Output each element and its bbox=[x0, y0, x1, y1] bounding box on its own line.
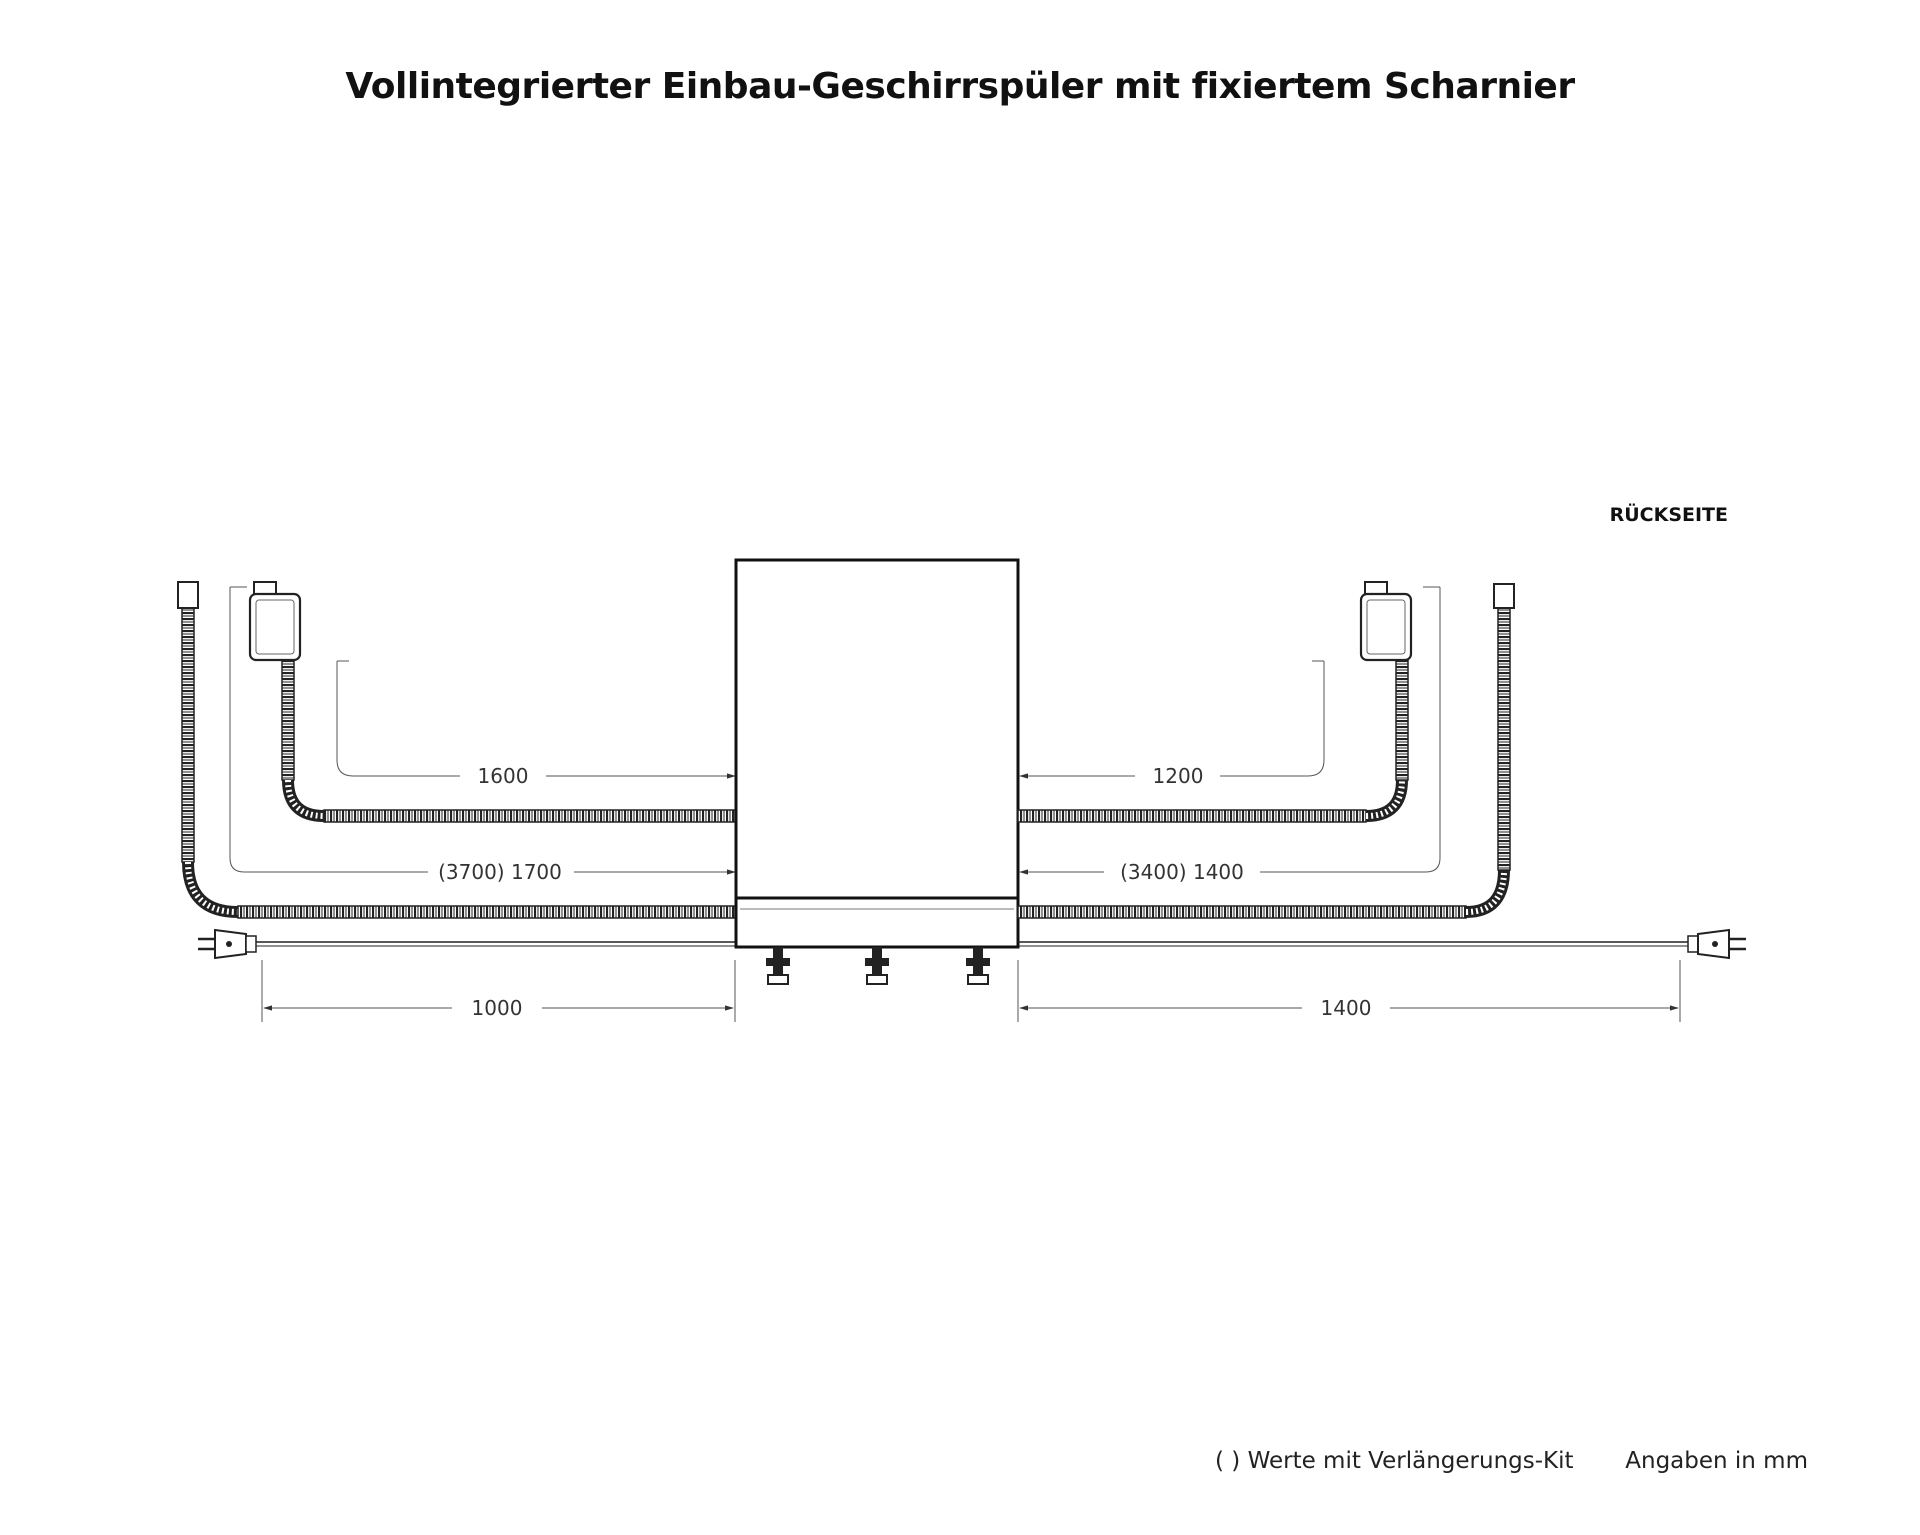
right-drain-hose bbox=[1017, 583, 1515, 919]
foot-center bbox=[865, 947, 889, 985]
right-aquastop-valve bbox=[1359, 581, 1413, 662]
left-power-cord bbox=[198, 928, 735, 960]
right-bottom-dimension-line bbox=[1017, 960, 1681, 1022]
units-note: Angaben in mm bbox=[1625, 1448, 1808, 1474]
left-lower-dimension-line bbox=[229, 586, 736, 875]
extension-kit-note: ( ) Werte mit Verlängerungs-Kit bbox=[1215, 1448, 1574, 1474]
left-bottom-dimension-line bbox=[261, 960, 736, 1022]
dimension-left-bottom: 1000 bbox=[472, 996, 523, 1020]
dishwasher-body bbox=[734, 558, 1020, 949]
left-aquastop-valve bbox=[248, 581, 302, 662]
dishwasher-feet bbox=[766, 947, 990, 985]
right-power-cord bbox=[1018, 928, 1746, 960]
foot-left bbox=[766, 947, 790, 985]
right-lower-dimension-line bbox=[1019, 586, 1441, 875]
dimension-right-upper: 1200 bbox=[1153, 764, 1204, 788]
right-upper-dimension-line bbox=[1019, 660, 1325, 779]
page-title: Vollintegrierter Einbau-Geschirrspüler m… bbox=[345, 66, 1575, 107]
side-label: RÜCKSEITE bbox=[1610, 502, 1728, 526]
left-drain-hose bbox=[177, 581, 736, 919]
right-inlet-hose bbox=[1017, 659, 1409, 823]
left-inlet-hose bbox=[281, 659, 736, 823]
dimension-right-bottom: 1400 bbox=[1321, 996, 1372, 1020]
foot-right bbox=[966, 947, 990, 985]
dimension-left-lower: (3700) 1700 bbox=[438, 860, 562, 884]
dimension-left-upper: 1600 bbox=[478, 764, 529, 788]
left-upper-dimension-line bbox=[336, 660, 736, 779]
dimension-right-lower: (3400) 1400 bbox=[1120, 860, 1244, 884]
